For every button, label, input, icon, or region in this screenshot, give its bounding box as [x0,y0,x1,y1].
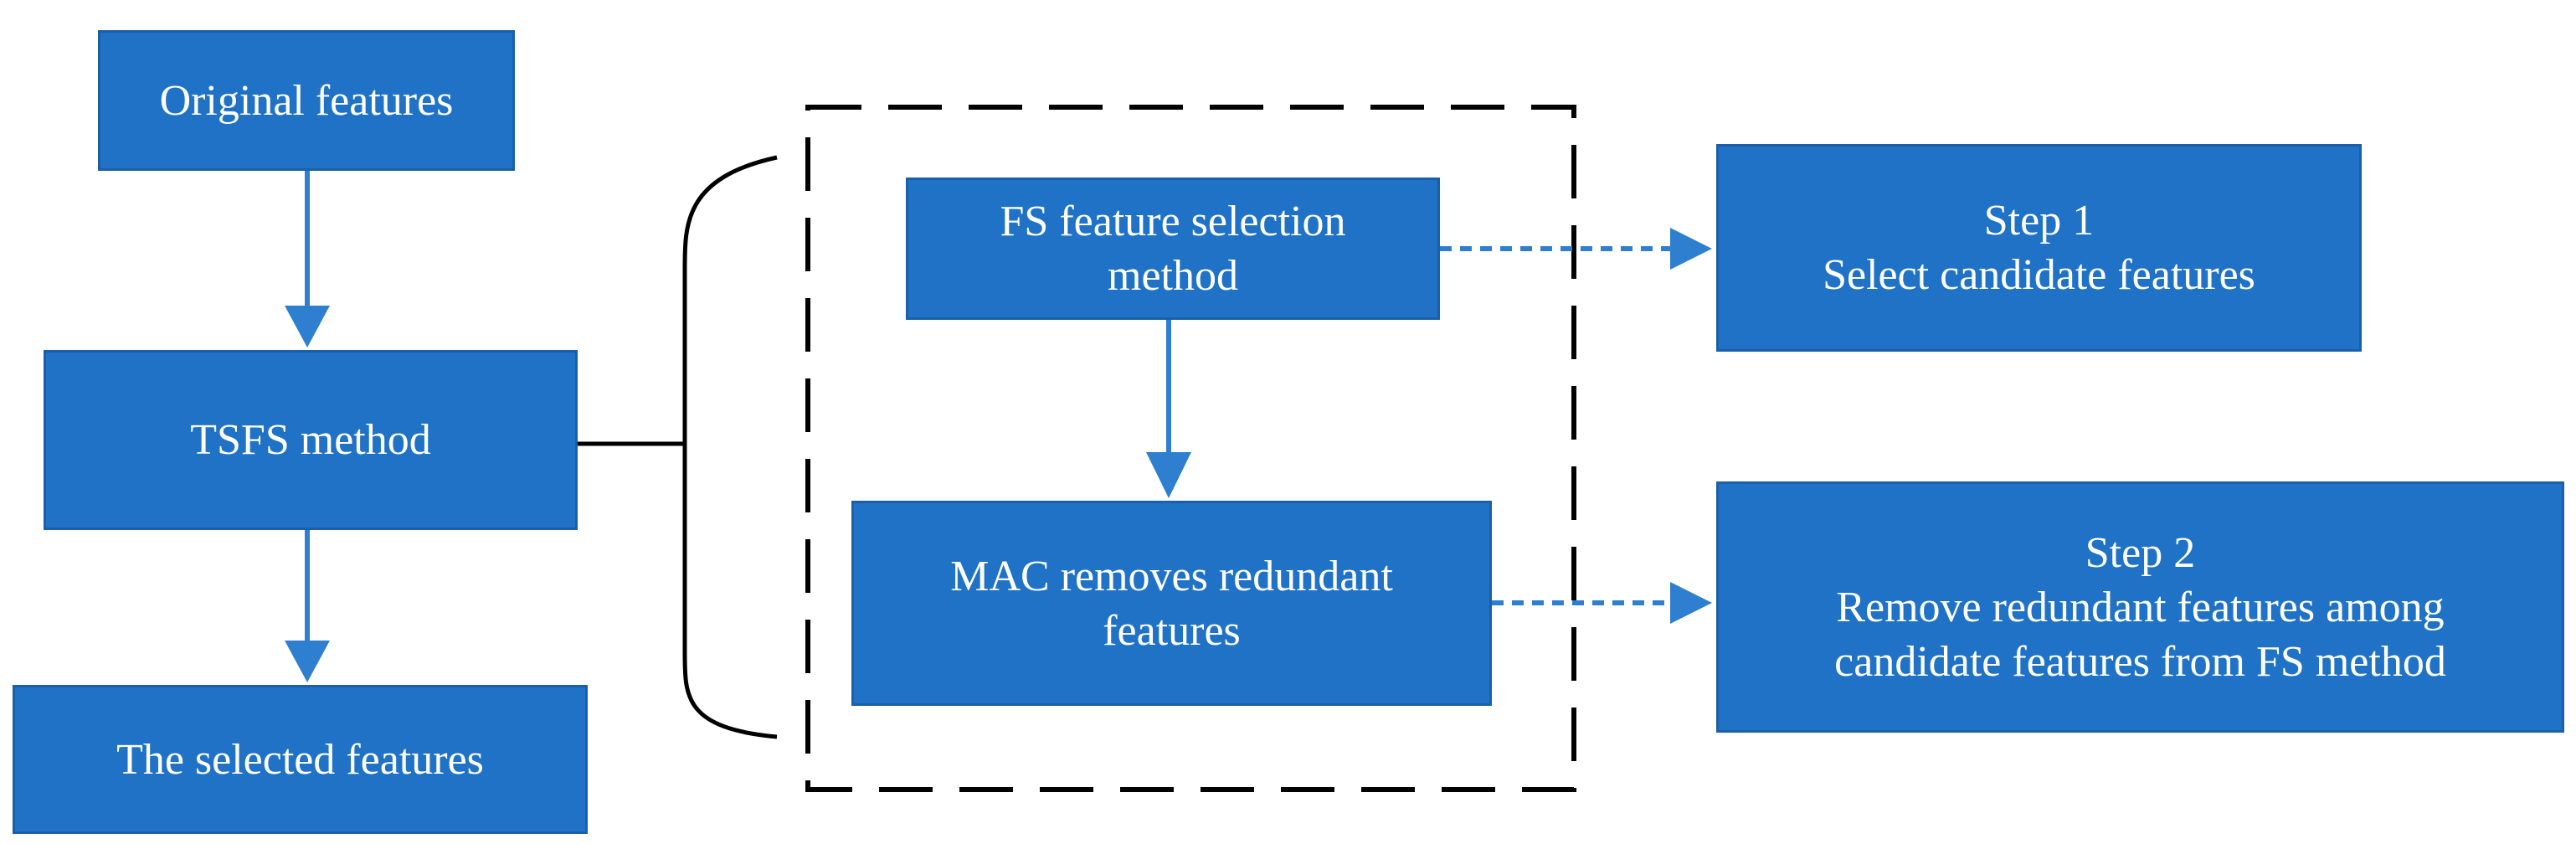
original-features-box: Original features [98,30,515,171]
step1-title: Step 1 [1983,197,2095,244]
dotted-arrow-mac-to-step2-head [1670,582,1712,624]
original-features-label: Original features [159,76,454,125]
fs-feature-selection-label: FS feature selection method [1000,198,1346,300]
selected-features-label: The selected features [116,735,484,784]
curly-brace [682,155,778,739]
arrow-tsfs-to-selected-head [285,641,330,682]
step1-description: Select candidate features [1823,251,2255,299]
tsfs-method-box: TSFS method [44,350,578,530]
mac-removes-redundant-box: MAC removes redundant features [851,501,1492,706]
step1-box: Step 1 Select candidate features [1716,144,2362,352]
step2-box: Step 2 Remove redundant features among c… [1716,481,2564,733]
step2-description: Remove redundant features among candidat… [1834,583,2446,686]
dotted-arrow-fs-to-step1-head [1670,228,1712,270]
selected-features-box: The selected features [13,685,588,834]
step2-title: Step 2 [2085,528,2196,577]
fs-feature-selection-box: FS feature selection method [906,178,1440,320]
tsfs-method-label: TSFS method [190,416,431,464]
mac-removes-redundant-label: MAC removes redundant features [950,552,1393,655]
arrow-fs-to-mac-head [1146,452,1191,498]
arrow-original-to-tsfs-head [285,306,330,347]
